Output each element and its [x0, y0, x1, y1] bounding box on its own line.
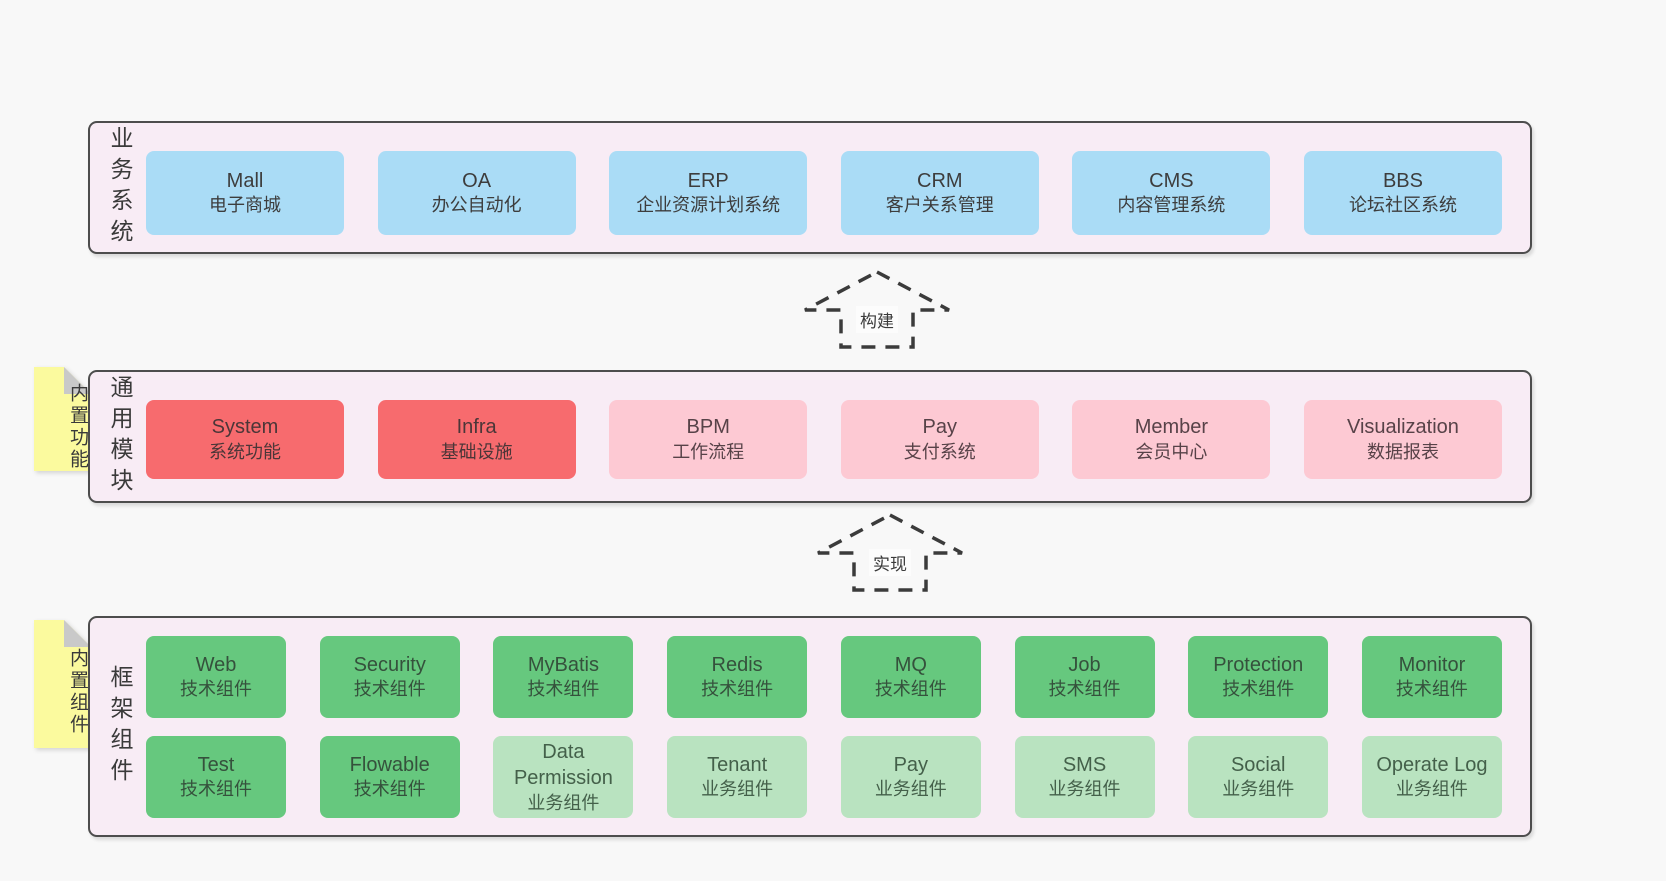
box-pay-business: Pay 业务组件 [840, 736, 981, 818]
arrow-build: 构建 [802, 269, 952, 349]
box-job: Job 技术组件 [1014, 636, 1155, 718]
band-common-modules: 通用模块 System 系统功能 Infra 基础设施 BPM 工作流程 Pay… [88, 370, 1532, 503]
box-oa: OA 办公自动化 [377, 151, 576, 235]
box-member: Member 会员中心 [1072, 400, 1271, 479]
box-flowable: Flowable 技术组件 [319, 736, 460, 818]
box-system: System 系统功能 [146, 400, 344, 479]
box-row: Mall 电子商城 OA 办公自动化 ERP 企业资源计划系统 CRM 客户关系… [146, 151, 1502, 235]
box-row: Test 技术组件 Flowable 技术组件 Data Permission … [146, 736, 1502, 818]
sticky-note-builtin-features: 内置功能 [34, 367, 91, 471]
box-sms: SMS 业务组件 [1014, 736, 1155, 818]
box-data-permission: Data Permission 业务组件 [493, 736, 634, 818]
sticky-note-text: 内置功能 [67, 383, 88, 471]
box-mybatis: MyBatis 技术组件 [493, 636, 634, 718]
box-row: System 系统功能 Infra 基础设施 BPM 工作流程 Pay 支付系统… [146, 400, 1502, 479]
box-erp: ERP 企业资源计划系统 [609, 151, 808, 235]
box-cms: CMS 内容管理系统 [1072, 151, 1271, 235]
box-infra: Infra 基础设施 [377, 400, 576, 479]
band-framework-components: 框架组件 Web 技术组件 Security 技术组件 MyBatis 技术组件… [88, 616, 1532, 837]
band-title: 业务系统 [107, 125, 133, 250]
box-tenant: Tenant 业务组件 [667, 736, 808, 818]
box-row: Web 技术组件 Security 技术组件 MyBatis 技术组件 Redi… [146, 636, 1502, 718]
box-visualization: Visualization 数据报表 [1303, 400, 1502, 479]
dashed-up-arrow-icon [817, 513, 963, 592]
box-protection: Protection 技术组件 [1188, 636, 1329, 718]
sticky-note-text: 内置组件 [67, 648, 88, 736]
box-operate-log: Operate Log 业务组件 [1361, 736, 1502, 818]
band-business-systems: 业务系统 Mall 电子商城 OA 办公自动化 ERP 企业资源计划系统 CRM… [88, 121, 1532, 254]
box-redis: Redis 技术组件 [667, 636, 808, 718]
band-title: 框架组件 [107, 664, 133, 789]
arrow-implement: 实现 [815, 512, 965, 592]
box-bpm: BPM 工作流程 [609, 400, 808, 479]
box-security: Security 技术组件 [319, 636, 460, 718]
box-pay: Pay 支付系统 [840, 400, 1039, 479]
box-bbs: BBS 论坛社区系统 [1303, 151, 1502, 235]
box-social: Social 业务组件 [1188, 736, 1329, 818]
band-title: 通用模块 [107, 374, 133, 499]
box-mq: MQ 技术组件 [840, 636, 981, 718]
arrow-label: 实现 [869, 549, 911, 576]
box-test: Test 技术组件 [146, 736, 286, 818]
sticky-note-builtin-components: 内置组件 [34, 620, 91, 748]
box-web: Web 技术组件 [146, 636, 286, 718]
box-mall: Mall 电子商城 [146, 151, 344, 235]
dashed-up-arrow-icon [804, 270, 950, 349]
arrow-label: 构建 [856, 306, 898, 333]
box-monitor: Monitor 技术组件 [1361, 636, 1502, 718]
box-crm: CRM 客户关系管理 [840, 151, 1039, 235]
